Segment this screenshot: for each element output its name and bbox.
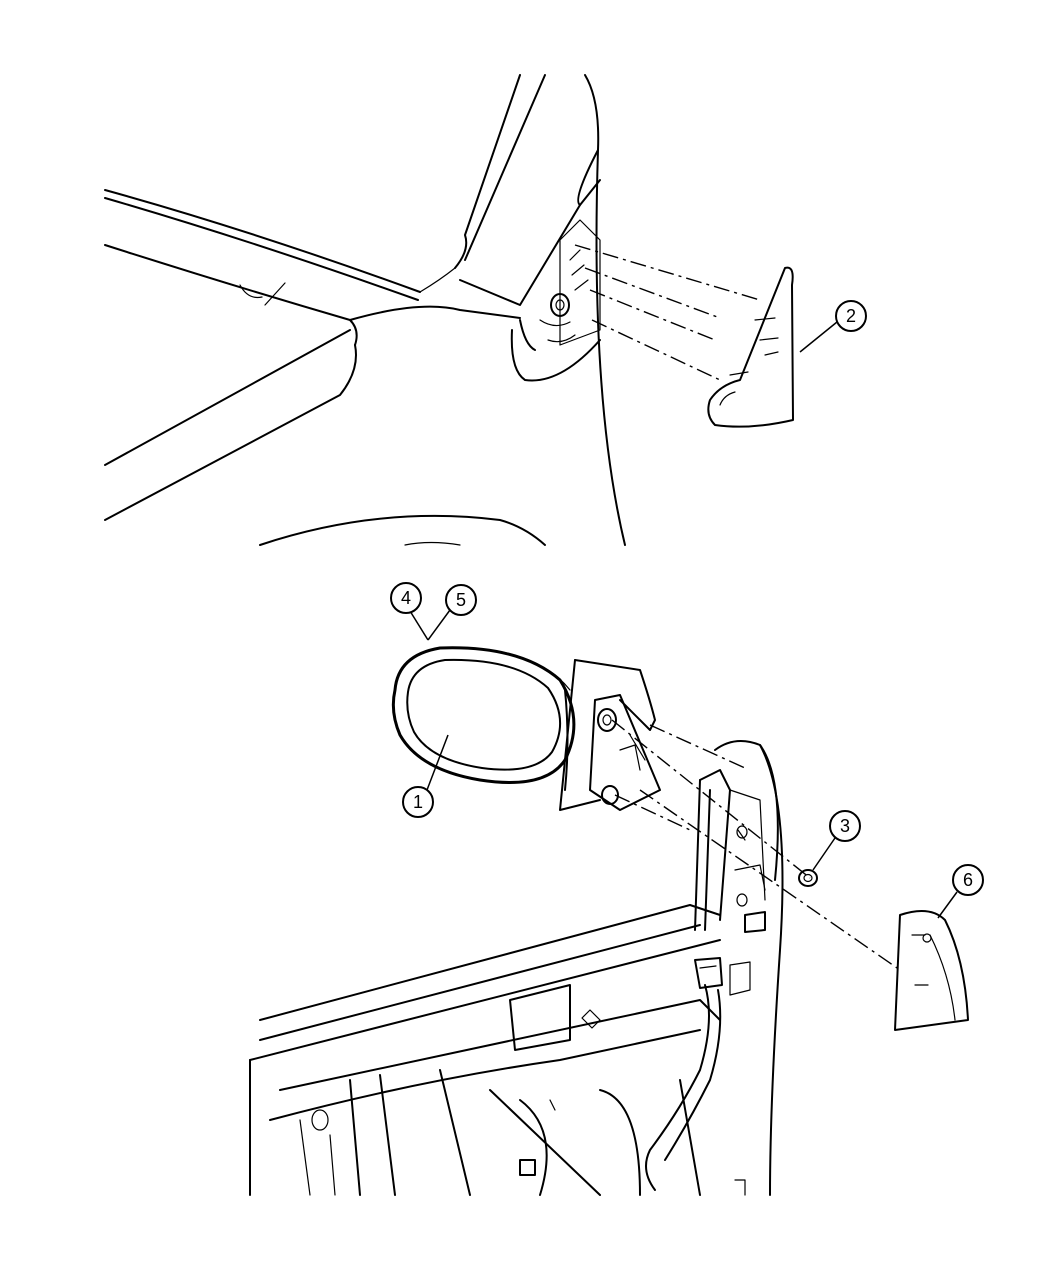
callout-1: 1 — [402, 734, 449, 818]
sail-panel-cover — [707, 266, 794, 428]
flag-cover — [894, 910, 969, 1031]
callout-1-label: 1 — [413, 792, 423, 812]
callout-4-label: 4 — [401, 588, 411, 608]
door-panel — [249, 740, 784, 1196]
callout-3-label: 3 — [840, 816, 850, 836]
callout-2: 2 — [799, 300, 867, 353]
callout-6: 6 — [937, 864, 984, 919]
callout-4: 4 — [390, 582, 429, 641]
callout-2-label: 2 — [846, 306, 856, 326]
callout-6-label: 6 — [963, 870, 973, 890]
callout-3: 3 — [812, 810, 861, 871]
callout-5-label: 5 — [456, 590, 466, 610]
mirror-head — [391, 646, 576, 784]
upper-view-windshield-pillar — [104, 74, 761, 546]
callout-5: 5 — [427, 584, 477, 641]
mirror-nut — [798, 869, 818, 887]
